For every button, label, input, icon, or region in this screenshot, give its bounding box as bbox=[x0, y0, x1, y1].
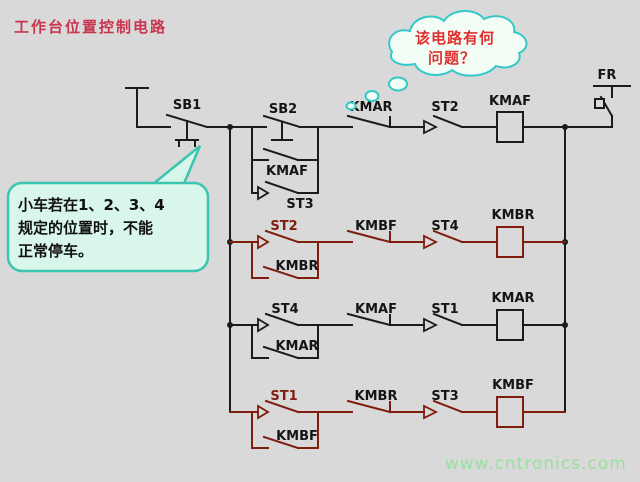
rung2-coil-label: KMBR bbox=[492, 208, 535, 223]
rung3-hold-label: KMAR bbox=[275, 339, 318, 354]
rung3-position-switch-label: ST4 bbox=[271, 302, 298, 317]
start-parallel-group bbox=[251, 114, 319, 201]
note-bubble: 小车若在1、2、3、4 规定的位置时，不能 正常停车。 bbox=[6, 145, 210, 273]
note-line1: 小车若在1、2、3、4 bbox=[18, 196, 165, 214]
thought-line1: 该电路有何 bbox=[415, 29, 495, 47]
thought-cloud-shape bbox=[388, 10, 528, 77]
sb2-label: SB2 bbox=[269, 102, 297, 117]
rung2-position-switch-label: ST2 bbox=[270, 219, 297, 234]
rung1-coil-label: KMAF bbox=[489, 94, 531, 109]
note-line2: 规定的位置时，不能 bbox=[18, 219, 153, 237]
note-bubble-body bbox=[6, 181, 210, 273]
rung2-hold-label: KMBR bbox=[276, 259, 319, 274]
sb1-stop-pushbutton bbox=[165, 113, 253, 147]
rung1-limit-label: ST2 bbox=[431, 100, 458, 115]
rung1-position-switch-label: ST3 bbox=[286, 197, 313, 212]
thought-puff-small bbox=[345, 101, 357, 111]
rung4-position-switch-label: ST1 bbox=[270, 389, 297, 404]
fr-label: FR bbox=[598, 68, 617, 83]
rung3 bbox=[229, 309, 566, 360]
rung2 bbox=[229, 226, 566, 280]
rung4-limit-label: ST3 bbox=[431, 389, 458, 404]
rung1-series bbox=[317, 85, 631, 143]
kmaf-coil bbox=[496, 111, 524, 143]
kmbf-coil bbox=[496, 396, 524, 428]
thought-puff-large bbox=[388, 76, 408, 92]
watermark: www.cntronics.com bbox=[445, 454, 627, 474]
note-line3: 正常停车。 bbox=[18, 242, 93, 260]
fr-overload-contact bbox=[593, 85, 631, 128]
rung3-limit-label: ST1 bbox=[431, 302, 458, 317]
rung3-interlock-label: KMAF bbox=[355, 302, 397, 317]
rung4-coil-label: KMBF bbox=[492, 378, 534, 393]
rung1-hold-label: KMAF bbox=[266, 164, 308, 179]
rung1-interlock-label: KMAR bbox=[349, 100, 392, 115]
rung2-limit-label: ST4 bbox=[431, 219, 458, 234]
page-title: 工作台位置控制电路 bbox=[14, 18, 167, 36]
rung4-interlock-label: KMBR bbox=[355, 389, 398, 404]
kmbr-coil bbox=[496, 226, 524, 258]
thought-bubble: 该电路有何 问题？ bbox=[345, 10, 528, 111]
sb1-label: SB1 bbox=[173, 98, 201, 113]
rung4-hold-label: KMBF bbox=[276, 429, 318, 444]
rung2-interlock-label: KMBF bbox=[355, 219, 397, 234]
supply-wiring bbox=[125, 87, 568, 413]
rung3-coil-label: KMAR bbox=[491, 291, 534, 306]
rung4 bbox=[229, 396, 566, 450]
kmar-coil bbox=[496, 309, 524, 341]
thought-puff-medium bbox=[364, 90, 380, 102]
thought-line2: 问题？ bbox=[428, 49, 476, 67]
